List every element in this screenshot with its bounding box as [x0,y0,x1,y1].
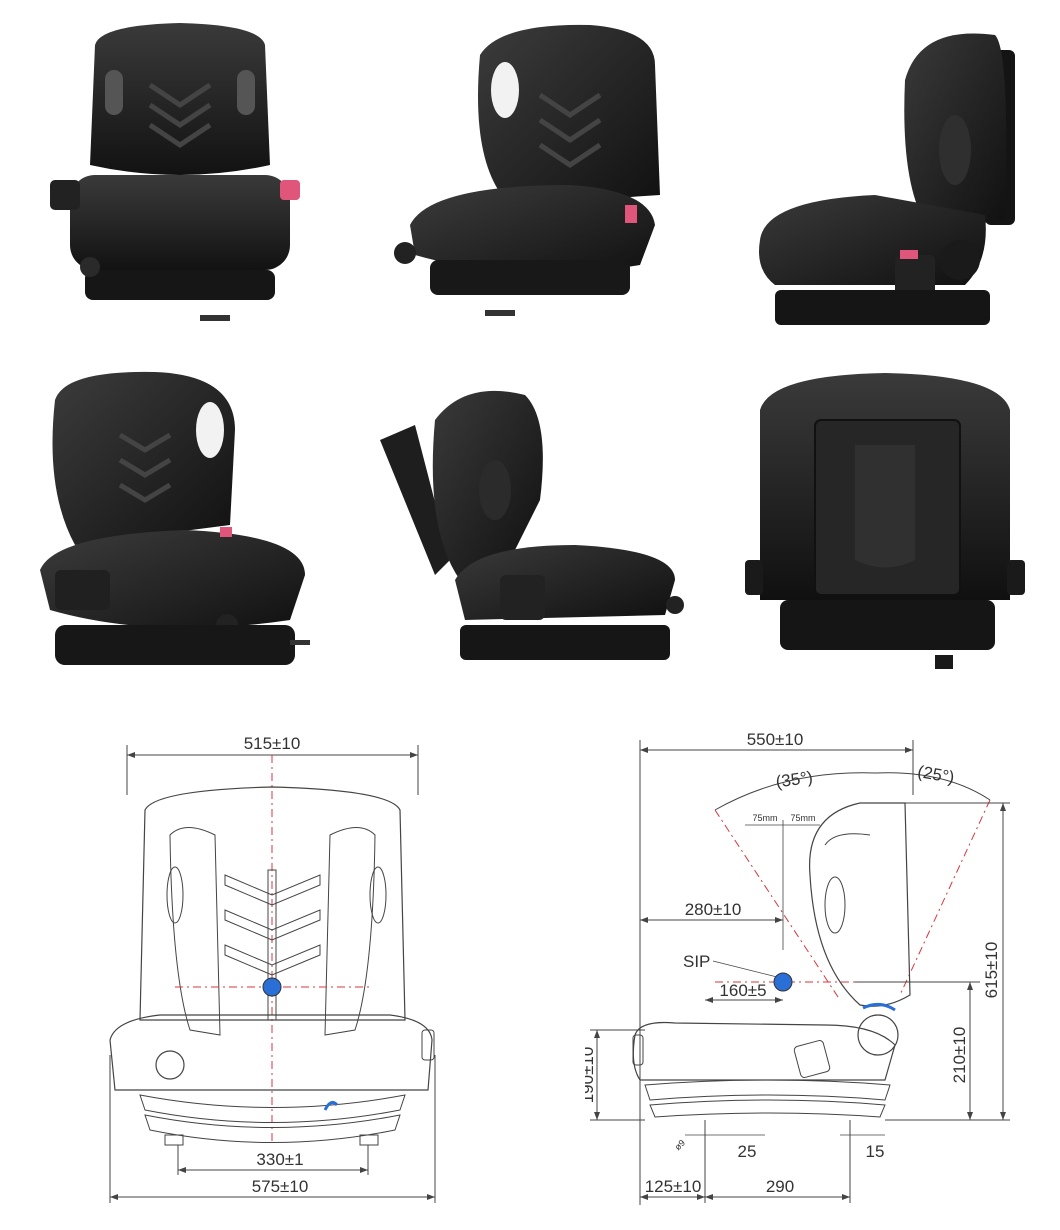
seat-photo-side-folded [375,380,695,670]
hole-diameter-label: ø9 [673,1138,688,1153]
recline-forward-label: (25°) [916,762,956,787]
adjust-knob [155,1050,185,1080]
recline-knob [857,1014,899,1056]
sip-offset-label: 160±5 [719,981,766,1000]
front-view-drawing: 515±10 330±1 [100,725,460,1220]
sip-label: SIP [683,952,710,971]
seat-photo-rear [745,370,1030,680]
headrest-adjust-left-label: 75mm [752,813,777,823]
sip-to-back-label: 280±10 [685,900,742,919]
seat-photo-three-quarter-left [35,370,325,680]
seat-photo-front-three-quarter [390,15,680,325]
seat-photo-side [755,20,1035,340]
sip-marker-side [773,972,793,992]
mount-depth-label: 290 [766,1177,794,1196]
rear-mount-label: 15 [866,1142,885,1161]
mount-spacing-label: 330±1 [256,1150,303,1169]
recline-back-label: (35°) [775,768,814,792]
seat-height-label: 210±10 [950,1027,969,1084]
sip-marker-front [262,977,282,997]
seat-photo-front [50,15,310,335]
overall-width-label: 515±10 [244,734,301,753]
front-mount-label: 25 [738,1142,757,1161]
headrest-adjust-right-label: 75mm [790,813,815,823]
suspension-height-label: 190±10 [585,1047,597,1104]
front-overhang-label: 125±10 [645,1177,702,1196]
overall-depth-label: 550±10 [747,730,804,749]
side-view-drawing: 550±10 (35°) (25°) 75mm 75mm 280±10 SIP … [578,725,1045,1220]
base-width-label: 575±10 [252,1177,309,1196]
overall-height-label: 615±10 [982,942,1001,999]
